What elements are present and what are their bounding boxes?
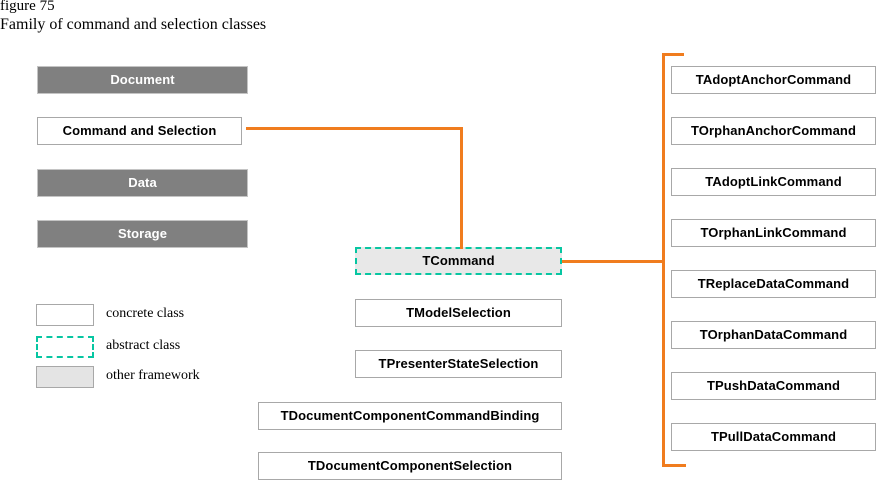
node-data[interactable]: Data [37, 169, 252, 201]
legend-swatch-shadow [42, 372, 98, 392]
node-command-and-selection[interactable]: Command and Selection [37, 117, 246, 149]
node-label: TAdoptAnchorCommand [695, 72, 852, 87]
node-tdocumentcomponentcommandbinding[interactable]: TDocumentComponentCommandBinding [258, 402, 566, 434]
node-label: Command and Selection [62, 123, 217, 138]
node-label: TOrphanLinkCommand [700, 225, 847, 240]
connector-bus-bottom-stub [662, 464, 686, 467]
legend-label: other framework [106, 368, 200, 383]
node-label: TCommand [422, 253, 495, 268]
legend-label: concrete class [106, 306, 185, 321]
node-label: TOrphanAnchorCommand [691, 123, 856, 138]
legend-swatch-concrete [36, 304, 98, 330]
connector-tcommand-to-bus [562, 260, 665, 263]
node-label: TOrphanDataCommand [699, 327, 848, 342]
node-label: TPresenterStateSelection [378, 356, 539, 371]
legend-label: abstract class [106, 338, 181, 353]
node-label: TReplaceDataCommand [697, 276, 850, 291]
node-tpulldatacommand[interactable]: TPullDataCommand [671, 423, 880, 455]
node-storage[interactable]: Storage [37, 220, 252, 252]
node-tcommand[interactable]: TCommand [355, 247, 566, 279]
node-tadoptanchorcommand[interactable]: TAdoptAnchorCommand [671, 66, 880, 98]
legend-swatch-abstract [36, 336, 94, 358]
figure-number: figure 75 [0, 0, 55, 14]
node-label: TDocumentComponentSelection [307, 458, 513, 473]
node-tadoptlinkcommand[interactable]: TAdoptLinkCommand [671, 168, 880, 200]
node-tmodelselection[interactable]: TModelSelection [355, 299, 566, 331]
legend-swatch-shadow [42, 310, 98, 330]
node-label: TPullDataCommand [710, 429, 837, 444]
node-label: TDocumentComponentCommandBinding [280, 408, 540, 423]
node-label: Storage [117, 226, 168, 241]
legend-swatch-other-framework [36, 366, 98, 392]
node-tdocumentcomponentselection[interactable]: TDocumentComponentSelection [258, 452, 566, 484]
node-document[interactable]: Document [37, 66, 252, 98]
node-label: Data [128, 175, 157, 190]
node-tpresenterstateselection[interactable]: TPresenterStateSelection [355, 350, 566, 382]
node-label: TModelSelection [406, 305, 511, 320]
connector-command-selection-horizontal [246, 127, 463, 130]
node-treplacedatacommand[interactable]: TReplaceDataCommand [671, 270, 880, 302]
connector-subclass-bus-vertical [662, 53, 665, 467]
node-torphandatacommand[interactable]: TOrphanDataCommand [671, 321, 880, 353]
node-torphananchorcommand[interactable]: TOrphanAnchorCommand [671, 117, 880, 149]
figure-title: Family of command and selection classes [0, 16, 267, 33]
node-label: TPushDataCommand [706, 378, 841, 393]
node-tpushdatacommand[interactable]: TPushDataCommand [671, 372, 880, 404]
node-label: TAdoptLinkCommand [705, 174, 842, 189]
node-label: Document [110, 72, 175, 87]
connector-command-selection-vertical [460, 127, 463, 249]
connector-bus-top-stub [662, 53, 684, 56]
node-torphanlinkcommand[interactable]: TOrphanLinkCommand [671, 219, 880, 251]
